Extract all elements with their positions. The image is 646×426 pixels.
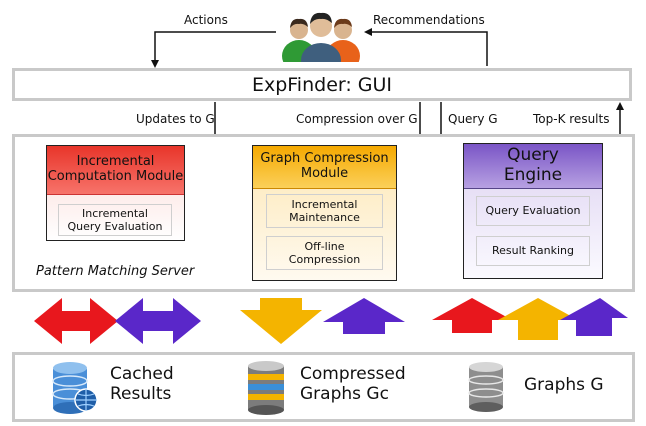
topk-label: Top-K results: [533, 112, 610, 126]
flow-arrows: [34, 298, 628, 344]
server-label: Pattern Matching Server: [36, 264, 195, 279]
cached-results-label: Cached Results: [110, 364, 174, 405]
result-ranking[interactable]: Result Ranking: [476, 236, 590, 266]
cached-line1: Cached: [110, 364, 174, 384]
incremental-title-line1: Incremental: [76, 154, 155, 170]
compression-title-line1: Graph Compression: [260, 151, 389, 167]
maintenance-line1: Incremental: [291, 197, 358, 211]
compressed-line2: Graphs Gc: [300, 384, 389, 405]
database-globe-icon: [52, 362, 98, 414]
recommendations-arrow: [364, 28, 488, 66]
database-icon: [468, 362, 504, 412]
offline-line2: Compression: [288, 253, 361, 266]
purple-double-arrow-left: [115, 298, 201, 344]
yellow-up-arrow-right: [498, 298, 578, 340]
database-layered-icon: [248, 361, 284, 415]
actions-arrow: [151, 31, 276, 68]
gui-title: ExpFinder: GUI: [251, 73, 393, 96]
recommendations-label: Recommendations: [373, 13, 485, 27]
yellow-double-arrow: [240, 298, 322, 344]
red-up-arrow-right: [432, 298, 512, 333]
storage-layer: [12, 352, 635, 422]
cached-line2: Results: [110, 384, 172, 405]
query-evaluation[interactable]: Query Evaluation: [476, 196, 590, 226]
graphs-g-label: Graphs G: [524, 375, 604, 395]
compressed-line1: Compressed: [300, 364, 406, 384]
purple-up-arrow-right: [560, 298, 628, 336]
compression-title-line2: Module: [300, 166, 349, 181]
purple-up-arrow-middle: [323, 298, 405, 334]
query-evaluation-label: Query Evaluation: [485, 204, 581, 218]
gui-bar[interactable]: ExpFinder: GUI: [12, 68, 632, 101]
query-label: Query G: [448, 112, 498, 126]
compression-over-label: Compression over G: [296, 112, 418, 126]
red-double-arrow-left: [34, 298, 118, 344]
users-icon: [282, 12, 360, 62]
query-title-line1: Query: [507, 145, 559, 166]
incremental-title-line2: Computation Module: [47, 169, 184, 184]
offline-line1: Off-line: [304, 239, 345, 253]
actions-label: Actions: [184, 13, 228, 27]
query-title-line2: Engine: [503, 165, 563, 185]
updates-label: Updates to G: [136, 112, 215, 126]
compressed-graphs-label: Compressed Graphs Gc: [300, 364, 406, 405]
incremental-sub-line2: Query Evaluation: [67, 220, 163, 233]
maintenance-line2: Maintenance: [289, 211, 360, 224]
incremental-sub-line1: Incremental: [82, 206, 148, 220]
result-ranking-label: Result Ranking: [492, 244, 574, 258]
